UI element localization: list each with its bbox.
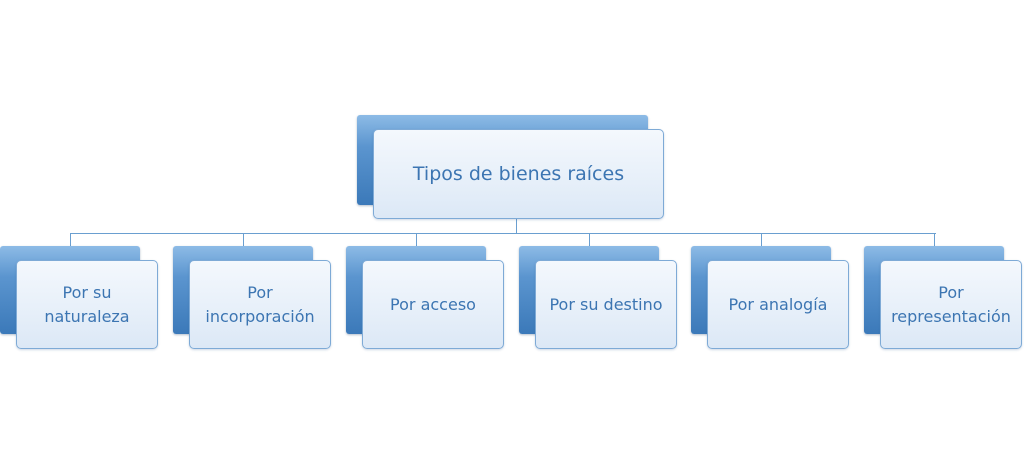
connector-child — [934, 233, 935, 247]
child-node-label: Por su naturaleza — [16, 260, 158, 349]
child-node-label: Por representación — [880, 260, 1022, 349]
root-node-label: Tipos de bienes raíces — [373, 129, 664, 219]
child-node-label: Por analogía — [707, 260, 849, 349]
child-node-label: Por su destino — [535, 260, 677, 349]
child-node-label: Por acceso — [362, 260, 504, 349]
connector-child — [70, 233, 71, 247]
child-node-label: Por incorporación — [189, 260, 331, 349]
connector-child — [589, 233, 590, 247]
connector-horizontal — [70, 233, 936, 234]
connector-child — [243, 233, 244, 247]
connector-child — [761, 233, 762, 247]
connector-root — [516, 219, 517, 233]
connector-child — [416, 233, 417, 247]
